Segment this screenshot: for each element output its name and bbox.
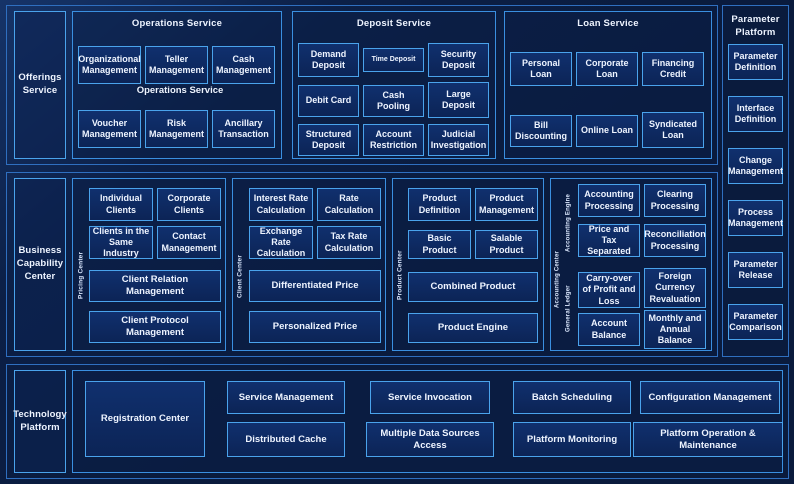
vlabel-general-ledger: General Ledger [565,285,572,333]
box-multiple-data-sources-access[interactable]: Multiple Data Sources Access [366,422,494,457]
box-individual-clients[interactable]: Individual Clients [89,188,153,221]
box-bill-discounting[interactable]: Bill Discounting [510,115,572,147]
vlabel-product-center: Product Center [396,250,404,300]
box-financing-credit[interactable]: Financing Credit [642,52,704,86]
box-corporate-clients[interactable]: Corporate Clients [157,188,221,221]
box-clearing-processing[interactable]: Clearing Processing [644,184,706,217]
box-registration-center[interactable]: Registration Center [85,381,205,457]
box-clients-same-industry[interactable]: Clients in the Same Industry [89,226,153,259]
box-distributed-cache[interactable]: Distributed Cache [227,422,345,457]
box-combined-product[interactable]: Combined Product [408,272,538,302]
group-title-operations-service: Operations Service [131,18,223,29]
row-technology-platform [6,364,789,479]
box-organizational-management[interactable]: Organizational Management [78,46,141,84]
box-platform-operation-maintenance[interactable]: Platform Operation & Maintenance [633,422,783,457]
box-syndicated-loan[interactable]: Syndicated Loan [642,112,704,148]
box-risk-management[interactable]: Risk Management [145,110,208,148]
group-title-operations-service-duplicate: Operations Service [136,85,224,96]
box-corporate-loan[interactable]: Corporate Loan [576,52,638,86]
box-demand-deposit[interactable]: Demand Deposit [298,43,359,77]
vlabel-pricing-center: Pricing Center [77,251,85,299]
box-product-management[interactable]: Product Management [475,188,538,221]
box-service-invocation[interactable]: Service Invocation [370,381,490,414]
box-basic-product[interactable]: Basic Product [408,230,471,259]
box-cash-pooling[interactable]: Cash Pooling [363,85,424,117]
box-parameter-release[interactable]: Parameter Release [728,252,783,288]
box-voucher-management[interactable]: Voucher Management [78,110,141,148]
row-business-capability-center [6,172,718,357]
box-personal-loan[interactable]: Personal Loan [510,52,572,86]
box-parameter-definition[interactable]: Parameter Definition [728,44,783,80]
box-security-deposit[interactable]: Security Deposit [428,43,489,77]
box-account-balance[interactable]: Account Balance [578,313,640,346]
row-label-offerings-service: Offerings Service [14,11,66,159]
box-differentiated-price[interactable]: Differentiated Price [249,270,381,302]
box-interest-rate-calculation[interactable]: Interest Rate Calculation [249,188,313,221]
box-change-management[interactable]: Change Management [728,148,783,184]
box-reconciliation-processing[interactable]: Reconciliation Processing [644,224,706,257]
group-title-deposit-service: Deposit Service [356,18,432,29]
box-monthly-annual-balance[interactable]: Monthly and Annual Balance [644,310,706,349]
box-teller-management[interactable]: Teller Management [145,46,208,84]
box-process-management[interactable]: Process Management [728,200,783,236]
box-large-deposit[interactable]: Large Deposit [428,82,489,118]
box-batch-scheduling[interactable]: Batch Scheduling [513,381,631,414]
box-contact-management[interactable]: Contact Management [157,226,221,259]
box-service-management[interactable]: Service Management [227,381,345,414]
side-column-title-line2: Platform [735,27,776,38]
row-offerings-service [6,5,718,165]
box-ancillary-transaction[interactable]: Ancillary Transaction [212,110,275,148]
box-accounting-processing[interactable]: Accounting Processing [578,184,640,217]
box-account-restriction[interactable]: Account Restriction [363,124,424,156]
box-structured-deposit[interactable]: Structured Deposit [298,124,359,156]
box-client-relation-management[interactable]: Client Relation Management [89,270,221,302]
box-judicial-investigation[interactable]: Judicial Investigation [428,124,489,156]
box-personalized-price[interactable]: Personalized Price [249,311,381,343]
box-product-definition[interactable]: Product Definition [408,188,471,221]
side-column-title-line1: Parameter [731,14,780,25]
box-foreign-currency-revaluation[interactable]: Foreign Currency Revaluation [644,268,706,308]
vlabel-client-center: Client Center [236,254,244,298]
box-client-protocol-management[interactable]: Client Protocol Management [89,311,221,343]
side-column-parameter-platform [722,5,789,357]
group-title-loan-service: Loan Service [577,18,639,29]
box-exchange-rate-calculation[interactable]: Exchange Rate Calculation [249,226,313,259]
box-cash-management[interactable]: Cash Management [212,46,275,84]
vlabel-accounting-engine: Accounting Engine [565,193,572,253]
box-parameter-comparison[interactable]: Parameter Comparison [728,304,783,340]
box-tax-rate-calculation[interactable]: Tax Rate Calculation [317,226,381,259]
box-time-deposit[interactable]: Time Deposit [363,48,424,72]
box-online-loan[interactable]: Online Loan [576,115,638,147]
box-interface-definition[interactable]: Interface Definition [728,96,783,132]
box-configuration-management[interactable]: Configuration Management [640,381,780,414]
row-label-business-capability-center: Business Capability Center [14,178,66,351]
box-rate-calculation[interactable]: Rate Calculation [317,188,381,221]
vlabel-accounting-center: Accounting Center [554,250,561,308]
row-label-technology-platform: Technology Platform [13,370,67,473]
box-product-engine[interactable]: Product Engine [408,313,538,343]
box-platform-monitoring[interactable]: Platform Monitoring [513,422,631,457]
box-salable-product[interactable]: Salable Product [475,230,538,259]
box-debit-card[interactable]: Debit Card [298,85,359,117]
box-price-and-tax-separated[interactable]: Price and Tax Separated [578,224,640,257]
box-carry-over-profit-loss[interactable]: Carry-over of Profit and Loss [578,272,640,308]
